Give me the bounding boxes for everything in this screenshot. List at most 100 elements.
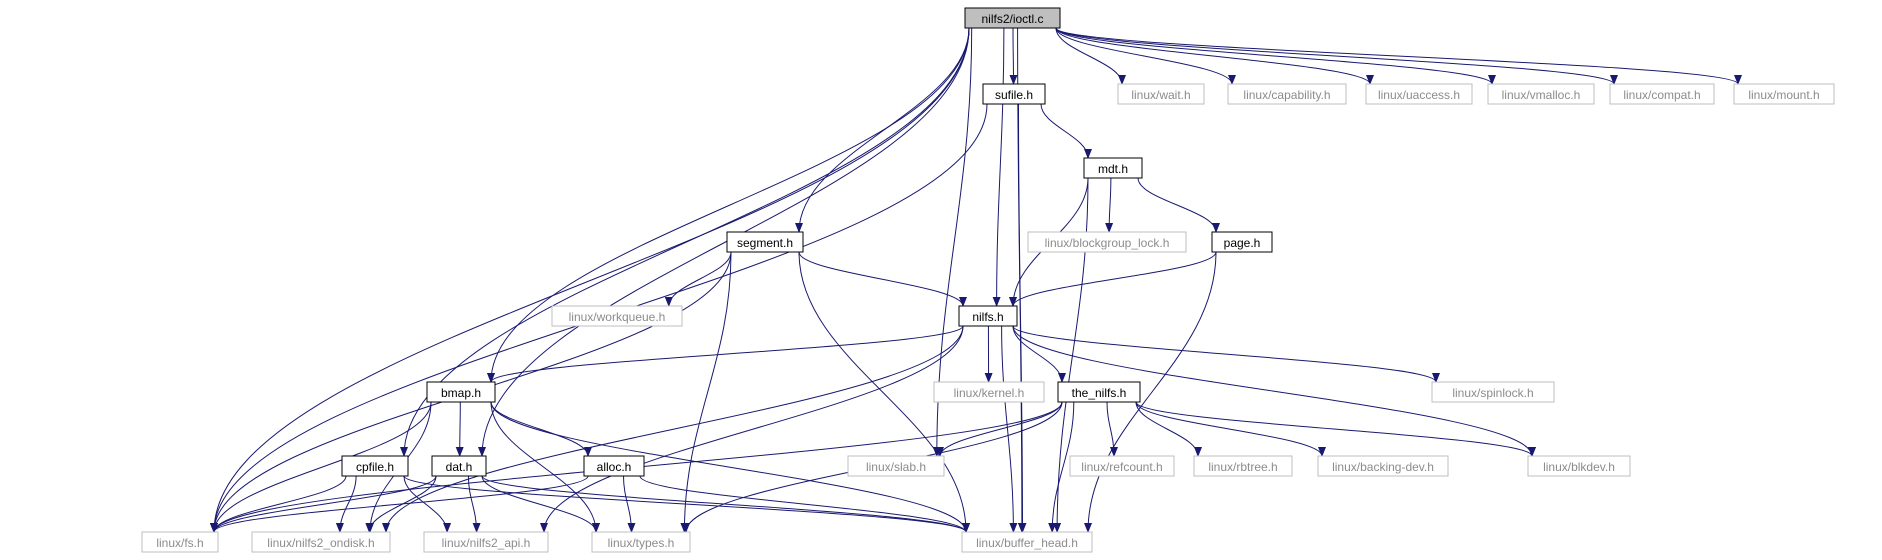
node-mdt-box	[1083, 157, 1143, 179]
node-bufhead-label: linux/buffer_head.h	[976, 536, 1078, 550]
node-sufile-box	[982, 83, 1046, 105]
node-blkdev-label: linux/blkdev.h	[1543, 460, 1615, 474]
node-ioctl[interactable]: nilfs2/ioctl.c	[964, 7, 1061, 29]
edge-alloc-to-fs	[210, 475, 589, 533]
edge-ioctl-to-capability	[1055, 27, 1236, 85]
edge-ioctl-to-sufile	[1009, 27, 1018, 85]
edges-layer	[210, 27, 1742, 533]
node-alloc-box	[583, 455, 645, 477]
node-kernel-label: linux/kernel.h	[954, 386, 1025, 400]
node-vmalloc[interactable]: linux/vmalloc.h	[1487, 83, 1595, 105]
edge-ioctl-to-mount	[1055, 27, 1742, 85]
node-fs[interactable]: linux/fs.h	[141, 531, 219, 553]
node-dat-label: dat.h	[446, 460, 473, 474]
node-api-label: linux/nilfs2_api.h	[442, 536, 531, 550]
edge-nilfs-to-bmap	[487, 325, 964, 383]
node-wait-box	[1117, 83, 1205, 105]
node-ioctl-box	[964, 7, 1061, 29]
edge-thenilfs-to-backingdev	[1135, 401, 1326, 457]
node-thenilfs-label: the_nilfs.h	[1072, 386, 1127, 400]
node-kernel-box	[933, 381, 1045, 403]
node-cpfile[interactable]: cpfile.h	[341, 455, 409, 477]
edge-ioctl-to-bmap	[487, 27, 970, 383]
node-mount-box	[1733, 83, 1835, 105]
edge-nilfs-to-bufhead	[1001, 325, 1018, 533]
node-nilfs[interactable]: nilfs.h	[958, 305, 1018, 327]
node-workqueue-label: linux/workqueue.h	[569, 310, 666, 324]
edge-sufile-to-bufhead	[1018, 103, 1027, 533]
node-ioctl-label: nilfs2/ioctl.c	[981, 12, 1043, 26]
edge-segment-to-types	[680, 251, 732, 533]
node-mount[interactable]: linux/mount.h	[1733, 83, 1835, 105]
edge-ioctl-to-wait	[1055, 27, 1126, 85]
node-uaccess[interactable]: linux/uaccess.h	[1365, 83, 1473, 105]
node-api[interactable]: linux/nilfs2_api.h	[423, 531, 549, 553]
node-capability[interactable]: linux/capability.h	[1227, 83, 1347, 105]
node-bmap[interactable]: bmap.h	[426, 381, 496, 403]
node-blkdev[interactable]: linux/blkdev.h	[1527, 455, 1631, 477]
node-workqueue[interactable]: linux/workqueue.h	[551, 305, 683, 327]
edge-ioctl-to-uaccess	[1055, 27, 1374, 85]
node-alloc[interactable]: alloc.h	[583, 455, 645, 477]
edge-bmap-to-dat	[455, 401, 464, 457]
node-fs-label: linux/fs.h	[156, 536, 203, 550]
node-page-box	[1211, 231, 1273, 253]
edge-page-to-bufhead	[1084, 251, 1217, 533]
edge-nilfs-to-spinlock	[1012, 325, 1440, 383]
edge-dat-to-bufhead	[481, 475, 970, 533]
node-capability-box	[1227, 83, 1347, 105]
node-refcount-box	[1069, 455, 1175, 477]
edge-nilfs-to-api	[540, 325, 964, 533]
edge-nilfs-to-ondisk	[382, 325, 964, 533]
node-types-box	[591, 531, 691, 553]
edge-segment-to-bufhead	[798, 251, 970, 533]
edge-thenilfs-to-slab	[936, 401, 1063, 457]
node-spinlock-label: linux/spinlock.h	[1452, 386, 1533, 400]
node-kernel[interactable]: linux/kernel.h	[933, 381, 1045, 403]
node-rbtree[interactable]: linux/rbtree.h	[1193, 455, 1293, 477]
edge-dat-to-fs	[210, 475, 437, 533]
edge-ioctl-to-dat	[478, 27, 970, 457]
node-wait-label: linux/wait.h	[1131, 88, 1190, 102]
edge-bmap-to-alloc	[490, 401, 592, 457]
node-wait[interactable]: linux/wait.h	[1117, 83, 1205, 105]
node-dat[interactable]: dat.h	[431, 455, 487, 477]
node-fs-box	[141, 531, 219, 553]
node-backingdev[interactable]: linux/backing-dev.h	[1317, 455, 1449, 477]
node-mdt[interactable]: mdt.h	[1083, 157, 1143, 179]
edge-ioctl-to-fs	[210, 27, 970, 533]
node-types[interactable]: linux/types.h	[591, 531, 691, 553]
edge-sufile-to-mdt	[1040, 103, 1092, 159]
nodes-layer: nilfs2/ioctl.c sufile.h linux/wait.h linux/…	[141, 7, 1835, 553]
edge-ioctl-to-segment	[795, 27, 970, 233]
node-rbtree-box	[1193, 455, 1293, 477]
edge-cpfile-to-ondisk	[335, 475, 357, 533]
node-slab[interactable]: linux/slab.h	[847, 455, 945, 477]
edge-cpfile-to-fs	[210, 475, 347, 533]
edge-cpfile-to-bufhead	[403, 475, 970, 533]
node-thenilfs[interactable]: the_nilfs.h	[1057, 381, 1141, 403]
node-uaccess-label: linux/uaccess.h	[1378, 88, 1460, 102]
node-ondisk-box	[251, 531, 391, 553]
node-dat-box	[431, 455, 487, 477]
node-ondisk[interactable]: linux/nilfs2_ondisk.h	[251, 531, 391, 553]
node-mount-label: linux/mount.h	[1748, 88, 1819, 102]
node-bmap-label: bmap.h	[441, 386, 481, 400]
node-bglock[interactable]: linux/blockgroup_lock.h	[1027, 231, 1187, 253]
node-alloc-label: alloc.h	[597, 460, 632, 474]
edge-thenilfs-to-rbtree	[1135, 401, 1202, 457]
edge-bmap-to-bufhead	[490, 401, 970, 533]
node-sufile[interactable]: sufile.h	[982, 83, 1046, 105]
node-segment[interactable]: segment.h	[726, 231, 804, 253]
node-compat[interactable]: linux/compat.h	[1609, 83, 1715, 105]
edge-ioctl-to-compat	[1055, 27, 1618, 85]
node-bufhead[interactable]: linux/buffer_head.h	[961, 531, 1093, 553]
node-page[interactable]: page.h	[1211, 231, 1273, 253]
node-cpfile-box	[341, 455, 409, 477]
node-spinlock[interactable]: linux/spinlock.h	[1431, 381, 1555, 403]
node-rbtree-label: linux/rbtree.h	[1208, 460, 1277, 474]
edge-alloc-to-types	[623, 475, 636, 533]
node-bufhead-box	[961, 531, 1093, 553]
node-bglock-box	[1027, 231, 1187, 253]
node-refcount[interactable]: linux/refcount.h	[1069, 455, 1175, 477]
